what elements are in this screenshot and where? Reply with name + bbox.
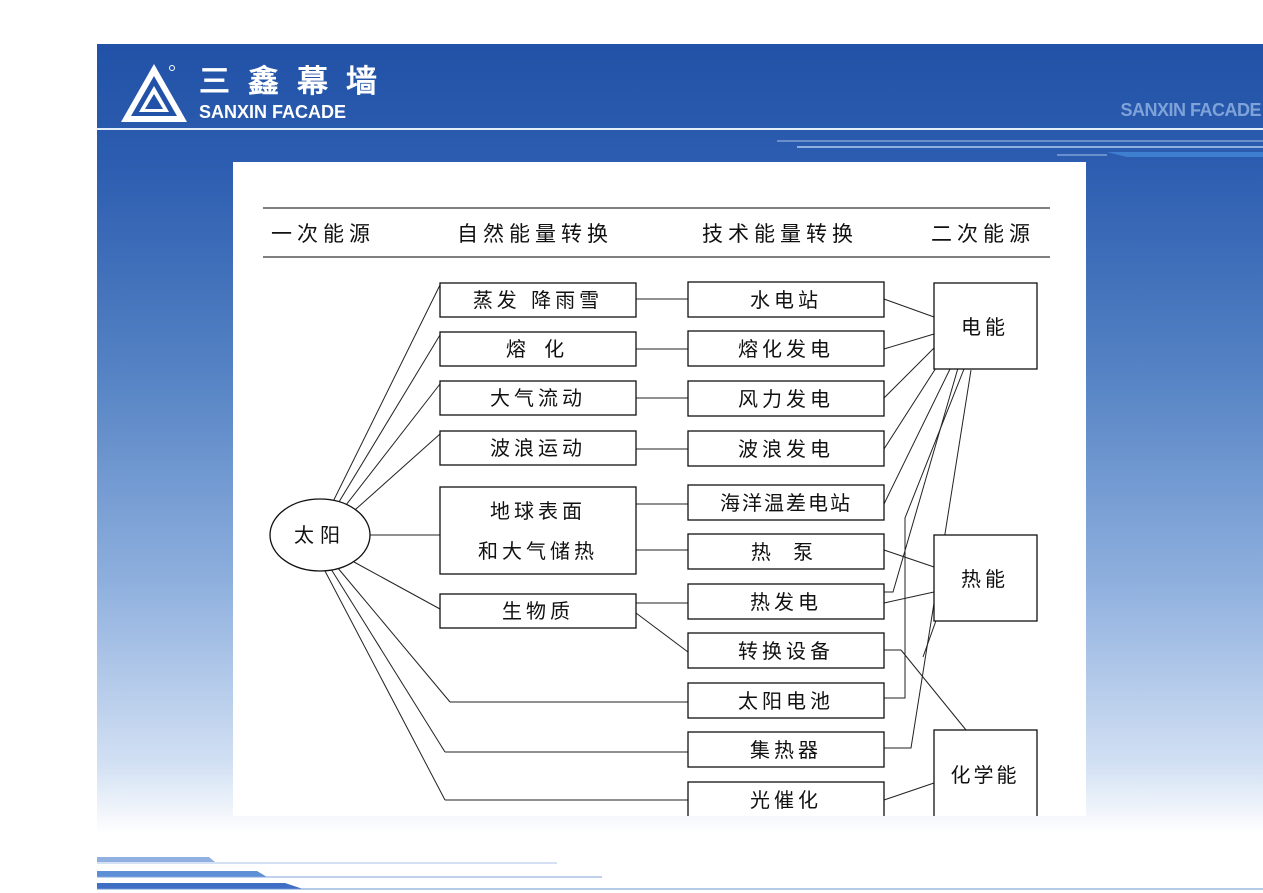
tech-box-otec — [687, 484, 885, 521]
natural-label-airflow: 大气流动 — [490, 386, 586, 410]
secondary-box-electric — [933, 282, 1038, 370]
tech-box-wave-power — [687, 430, 885, 467]
sun-node — [269, 498, 371, 572]
diagram-panel: 一次能源 自然能量转换 技术能量转换 二次能源 — [233, 162, 1086, 816]
natural-box-airflow — [439, 380, 637, 416]
natural-box-earth-heat — [439, 486, 637, 575]
tech-box-heat-pump — [687, 533, 885, 570]
header-stripes — [777, 140, 1263, 157]
tech-label-thermal-power: 热发电 — [750, 590, 822, 614]
tech-box-photocatalysis — [687, 781, 885, 816]
tech-label-collector: 集热器 — [750, 738, 822, 762]
natural-boxes: 蒸发 降雨雪 熔 化 大气流动 波浪运动 地球表面 和大气储热 生物质 — [439, 282, 637, 629]
footer-stripes — [97, 857, 1263, 890]
tech-box-wind — [687, 380, 885, 417]
natural-label-melting: 熔 化 — [506, 337, 570, 361]
header-primary-energy: 一次能源 — [271, 222, 375, 246]
technical-boxes: 水电站 熔化发电 风力发电 波浪发电 海洋温差电站 热 泵 热发电 转换设备 太… — [687, 281, 885, 816]
tech-label-solar-cell: 太阳电池 — [738, 689, 834, 713]
tech-box-converter — [687, 632, 885, 669]
tech-label-hydro: 水电站 — [750, 288, 822, 312]
tech-label-wave-power: 波浪发电 — [738, 437, 834, 461]
tech-label-converter: 转换设备 — [738, 639, 834, 663]
tech-label-melt-power: 熔化发电 — [738, 337, 834, 361]
header-technical-conversion: 技术能量转换 — [702, 222, 858, 246]
header-secondary-energy: 二次能源 — [931, 222, 1035, 246]
tech-label-photocatalysis: 光催化 — [750, 788, 822, 812]
secondary-box-chemical — [933, 729, 1038, 816]
natural-label-atmosphere-heat: 和大气储热 — [478, 539, 598, 563]
natural-box-melting — [439, 331, 637, 367]
natural-box-wave — [439, 430, 637, 466]
triangle-logo-icon — [121, 64, 187, 122]
secondary-label-electric: 电能 — [961, 315, 1009, 339]
header-divider — [97, 128, 1263, 130]
tech-box-melt-power — [687, 330, 885, 367]
energy-conversion-diagram: 一次能源 自然能量转换 技术能量转换 二次能源 — [263, 207, 1050, 816]
natural-label-biomass: 生物质 — [502, 599, 574, 623]
sun-label: 太阳 — [294, 523, 346, 547]
brand-name-cn: 三鑫幕墙 — [199, 64, 395, 100]
secondary-box-thermal — [933, 534, 1038, 622]
tech-box-thermal-power — [687, 583, 885, 620]
brand-name-en: SANXIN FACADE — [199, 102, 347, 122]
brand-mark-right: SANXIN FACADE — [1120, 100, 1261, 120]
natural-box-biomass — [439, 593, 637, 629]
natural-box-evaporation — [439, 282, 637, 318]
header-natural-conversion: 自然能量转换 — [457, 222, 613, 246]
natural-label-earth-surface: 地球表面 — [490, 499, 586, 523]
tech-label-heat-pump: 热 泵 — [751, 540, 821, 564]
tech-label-otec: 海洋温差电站 — [720, 491, 852, 515]
secondary-label-thermal: 热能 — [961, 567, 1009, 591]
tech-label-wind: 风力发电 — [738, 387, 834, 411]
tech-box-hydro — [687, 281, 885, 318]
secondary-boxes: 电能 热能 化学能 — [933, 282, 1038, 816]
natural-label-evaporation: 蒸发 降雨雪 — [473, 288, 603, 312]
company-logo: 三鑫幕墙 SANXIN FACADE — [119, 62, 419, 124]
connectors — [319, 284, 972, 801]
natural-label-wave: 波浪运动 — [490, 436, 586, 460]
secondary-label-chemical: 化学能 — [951, 763, 1020, 787]
tech-box-solar-cell — [687, 682, 885, 719]
tech-box-collector — [687, 731, 885, 768]
